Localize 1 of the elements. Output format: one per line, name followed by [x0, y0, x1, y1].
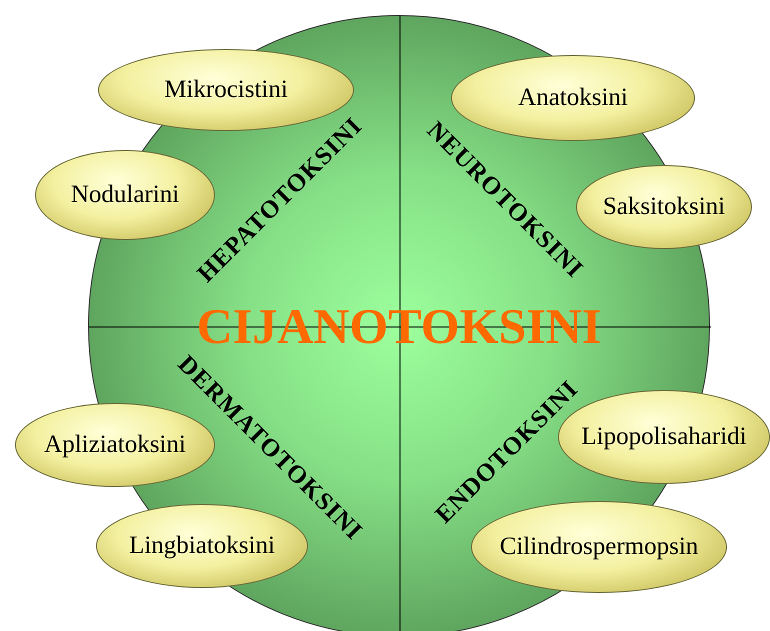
toxin-ellipse: Nodularini — [35, 150, 215, 240]
